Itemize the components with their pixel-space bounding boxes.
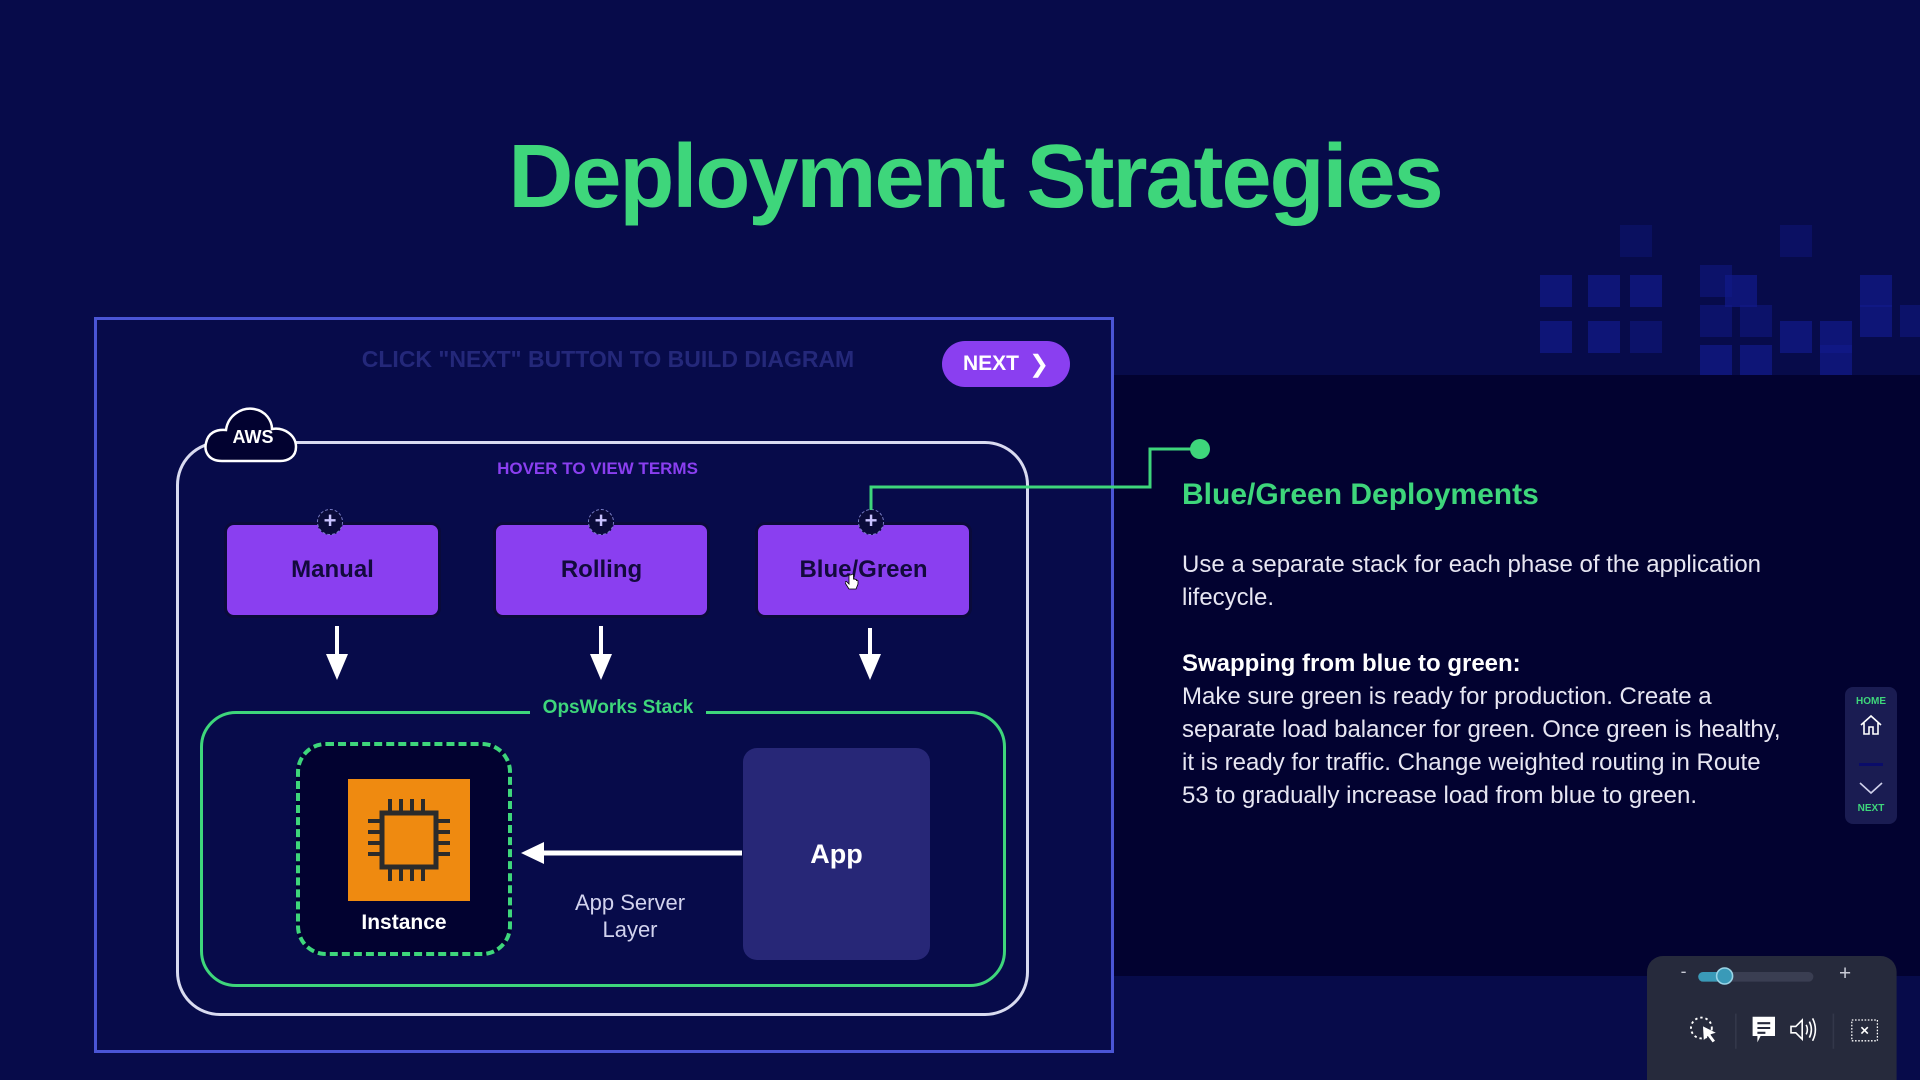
zoom-slider-handle[interactable] [1715, 967, 1734, 985]
strategy-label: Blue/Green [799, 556, 928, 583]
app-label: App [810, 838, 863, 869]
zoom-slider[interactable] [1698, 967, 1814, 985]
opsworks-stack-label: OpsWorks Stack [530, 697, 706, 719]
layer-label-line2: Layer [602, 917, 658, 942]
plus-icon[interactable]: + [588, 509, 614, 535]
info-panel [1113, 375, 1920, 976]
hand-cursor-icon [845, 574, 859, 590]
strategy-blue-green[interactable]: Blue/Green [755, 522, 972, 618]
term-subheading: Swapping from blue to green: [1182, 650, 1521, 677]
next-button[interactable]: NEXT ❯ [942, 341, 1070, 387]
zoom-slider-fill [1698, 972, 1724, 982]
diagram-instruction: CLICK "NEXT" BUTTON TO BUILD DIAGRAM [361, 346, 855, 372]
instance-label: Instance [361, 911, 447, 934]
side-navigation: HOME NEXT [1845, 687, 1897, 824]
strategy-manual[interactable]: Manual [224, 522, 441, 618]
term-detail-block: Swapping from blue to green: Make sure g… [1182, 647, 1782, 812]
volume-icon[interactable] [1788, 1014, 1820, 1046]
zoom-out-button[interactable]: - [1680, 962, 1687, 982]
zoom-in-button[interactable]: + [1839, 960, 1852, 985]
home-icon[interactable] [1859, 713, 1883, 737]
app-box: App [743, 748, 930, 960]
page-title: Deployment Strategies [508, 127, 1443, 227]
close-icon[interactable] [1849, 1014, 1881, 1046]
app-server-layer-label: App Server Layer [560, 889, 700, 943]
next-label[interactable]: NEXT [1857, 803, 1885, 814]
term-title: Blue/Green Deployments [1182, 478, 1539, 511]
chevron-right-icon: ❯ [1028, 350, 1050, 378]
next-button-label: NEXT [962, 352, 1019, 375]
nav-divider [1859, 763, 1883, 766]
player-controls: - + [1647, 956, 1897, 1080]
term-description: Use a separate stack for each phase of t… [1182, 548, 1782, 812]
term-intro: Use a separate stack for each phase of t… [1182, 551, 1762, 611]
separator [1735, 1013, 1737, 1049]
home-label[interactable]: HOME [1856, 696, 1886, 707]
decorative-pixel-blocks [1500, 225, 1920, 377]
captions-icon[interactable] [1748, 1014, 1780, 1046]
strategy-label: Rolling [560, 556, 643, 583]
plus-icon[interactable]: + [317, 509, 343, 535]
aws-label: AWS [232, 427, 274, 447]
cursor-highlight-icon[interactable] [1689, 1014, 1721, 1046]
instance-chip [348, 779, 470, 901]
layer-label-line1: App Server [574, 890, 686, 915]
strategy-rolling[interactable]: Rolling [493, 522, 710, 618]
separator [1832, 1013, 1835, 1049]
ec2-chip-icon [368, 799, 450, 881]
aws-container [176, 441, 1029, 1016]
strategy-label: Manual [291, 556, 374, 583]
plus-icon[interactable]: + [858, 509, 884, 535]
chevron-down-icon[interactable] [1858, 779, 1884, 797]
hover-hint: HOVER TO VIEW TERMS [497, 459, 698, 478]
term-detail: Make sure green is ready for production.… [1182, 683, 1781, 809]
cloud-icon [204, 407, 298, 463]
